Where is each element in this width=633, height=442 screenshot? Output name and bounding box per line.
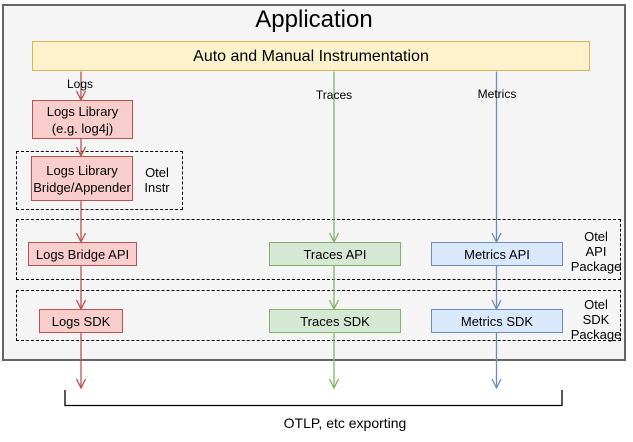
- exporting-label: OTLP, etc exporting: [283, 415, 407, 431]
- otel-instr-group-label: Otel Instr: [144, 165, 169, 195]
- logs-bridge-appender-node: Logs Library Bridge/Appender: [31, 156, 133, 201]
- traces-api-node: Traces API: [269, 242, 401, 266]
- logs-library-line2: (e.g. log4j): [51, 120, 114, 136]
- logs-bridge-api-node: Logs Bridge API: [28, 242, 137, 266]
- metrics-api-label: Metrics API: [464, 246, 530, 262]
- metrics-api-node: Metrics API: [431, 242, 563, 266]
- logs-library-line1: Logs Library: [46, 103, 119, 119]
- sdk-package-label-line1: Otel: [584, 297, 608, 312]
- otel-sdk-package-group-label: Otel SDK Package: [571, 297, 622, 342]
- traces-signal-label: Traces: [315, 88, 353, 102]
- logs-sdk-label: Logs SDK: [51, 313, 111, 329]
- diagram-title: Application: [255, 6, 373, 33]
- logs-bridge-appender-line1: Logs Library: [46, 162, 118, 178]
- otel-instr-label-line2: Instr: [144, 180, 170, 195]
- sdk-package-label-line3: Package: [570, 327, 622, 342]
- logs-bridge-api-label: Logs Bridge API: [35, 246, 130, 262]
- api-package-label-line1: Otel: [584, 229, 608, 244]
- exporting-bracket: [64, 390, 563, 407]
- otel-api-package-group-box: [16, 219, 621, 280]
- logs-signal-label: Logs: [66, 77, 94, 91]
- traces-sdk-label: Traces SDK: [300, 313, 370, 329]
- logs-library-node: Logs Library (e.g. log4j): [32, 100, 133, 139]
- logs-bridge-appender-line2: Bridge/Appender: [33, 179, 131, 195]
- api-package-label-line2: API: [585, 244, 607, 259]
- otel-instr-group-box: [16, 151, 183, 210]
- metrics-signal-label: Metrics: [477, 87, 517, 101]
- api-package-label-line3: Package: [570, 259, 622, 274]
- otel-instr-label-line1: Otel: [145, 165, 169, 180]
- traces-api-label: Traces API: [303, 246, 367, 262]
- otel-sdk-package-group-box: [16, 290, 621, 341]
- instrumentation-node: Auto and Manual Instrumentation: [32, 41, 590, 71]
- logs-sdk-node: Logs SDK: [39, 309, 123, 333]
- traces-sdk-node: Traces SDK: [269, 309, 401, 333]
- instrumentation-label: Auto and Manual Instrumentation: [193, 47, 429, 65]
- metrics-sdk-label: Metrics SDK: [460, 313, 534, 329]
- otel-api-package-group-label: Otel API Package: [571, 229, 622, 274]
- sdk-package-label-line2: SDK: [582, 312, 610, 327]
- metrics-sdk-node: Metrics SDK: [431, 309, 563, 333]
